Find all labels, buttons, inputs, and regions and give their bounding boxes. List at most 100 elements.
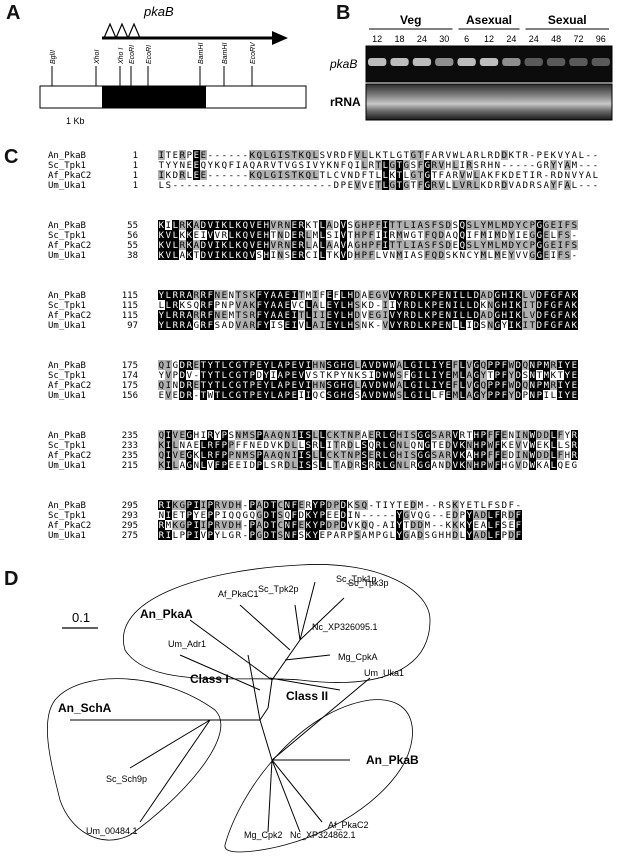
alignment-residue: L xyxy=(474,171,479,181)
alignment-residue: P xyxy=(495,361,501,371)
alignment-residue: K xyxy=(516,321,522,331)
alignment-residue: F xyxy=(208,321,213,331)
alignment-residue: G xyxy=(495,291,500,301)
pkab-band xyxy=(546,58,566,66)
alignment-shade xyxy=(536,230,543,240)
alignment-residue: A xyxy=(467,391,473,401)
alignment-shade xyxy=(543,290,550,300)
site-label: BglII xyxy=(50,50,57,64)
alignment-residue: N xyxy=(180,441,185,451)
alignment-residue: N xyxy=(467,461,472,471)
alignment-residue: T xyxy=(376,501,382,511)
alignment-shade xyxy=(221,220,228,230)
alignment-residue: - xyxy=(432,521,437,531)
alignment-shade xyxy=(473,430,480,440)
alignment-shade xyxy=(529,250,536,260)
alignment-residue: K xyxy=(194,451,200,461)
alignment-shade xyxy=(501,390,508,400)
alignment-residue: R xyxy=(404,311,410,321)
alignment-residue: L xyxy=(306,241,311,251)
alignment-residue: K xyxy=(236,221,242,231)
alignment-residue: I xyxy=(453,291,458,301)
alignment-shade xyxy=(508,240,515,250)
alignment-shade xyxy=(312,300,319,310)
alignment-shade xyxy=(200,370,207,380)
alignment-shade xyxy=(452,430,459,440)
alignment-shade xyxy=(564,240,571,250)
alignment-residue: G xyxy=(376,291,381,301)
alignment-residue: - xyxy=(264,181,269,191)
alignment-residue: V xyxy=(383,251,389,261)
alignment-residue: M xyxy=(243,431,249,441)
alignment-residue: Y xyxy=(334,311,340,321)
alignment-residue: F xyxy=(495,531,500,541)
alignment-residue: Y xyxy=(208,161,214,171)
alignment-shade xyxy=(319,450,326,460)
alignment-shade xyxy=(368,380,375,390)
alignment-residue: A xyxy=(348,241,354,251)
alignment-residue: S xyxy=(278,531,283,541)
alignment-residue: R xyxy=(544,161,550,171)
alignment-shade xyxy=(158,170,165,180)
alignment-shade xyxy=(361,380,368,390)
alignment-residue: F xyxy=(376,221,381,231)
alignment-residue: - xyxy=(208,181,213,191)
alignment-shade xyxy=(571,440,578,450)
alignment-shade xyxy=(424,320,431,330)
alignment-shade xyxy=(291,170,298,180)
alignment-residue: N xyxy=(348,371,353,381)
tree-taxon-label: Mg_Cpk2 xyxy=(244,830,283,840)
alignment-residue: K xyxy=(187,221,193,231)
alignment-shade xyxy=(165,430,172,440)
alignment-shade xyxy=(529,380,536,390)
alignment-seq-name: Sc_Tpk1 xyxy=(48,301,86,311)
alignment-residue: H xyxy=(502,311,507,321)
alignment-residue: Y xyxy=(313,521,319,531)
alignment-residue: F xyxy=(565,241,570,251)
alignment-shade xyxy=(368,360,375,370)
alignment-residue: K xyxy=(250,301,256,311)
alignment-shade xyxy=(410,390,417,400)
alignment-residue: R xyxy=(250,311,256,321)
alignment-shade xyxy=(480,230,487,240)
alignment-residue: M xyxy=(495,251,501,261)
alignment-residue: Y xyxy=(313,501,319,511)
alignment-residue: I xyxy=(292,321,297,331)
alignment-shade xyxy=(445,300,452,310)
alignment-shade xyxy=(270,300,277,310)
alignment-residue: E xyxy=(327,311,332,321)
alignment-residue: S xyxy=(439,221,444,231)
alignment-residue: I xyxy=(509,321,514,331)
alignment-residue: F xyxy=(558,321,563,331)
alignment-shade xyxy=(263,360,270,370)
alignment-shade xyxy=(361,390,368,400)
alignment-residue: S xyxy=(446,501,451,511)
alignment-residue: R xyxy=(488,151,494,161)
alignment-residue: - xyxy=(285,181,290,191)
alignment-residue: I xyxy=(327,441,332,451)
alignment-shade xyxy=(501,310,508,320)
alignment-residue: D xyxy=(488,291,493,301)
alignment-residue: W xyxy=(383,361,389,371)
alignment-shade xyxy=(452,370,459,380)
alignment-shade xyxy=(417,310,424,320)
alignment-residue: Y xyxy=(551,161,557,171)
alignment-residue: E xyxy=(194,161,199,171)
alignment-residue: E xyxy=(180,431,185,441)
alignment-residue: P xyxy=(187,521,193,531)
alignment-residue: V xyxy=(208,251,214,261)
alignment-residue: K xyxy=(159,221,165,231)
alignment-residue: T xyxy=(369,171,375,181)
alignment-shade xyxy=(480,440,487,450)
alignment-residue: S xyxy=(243,311,248,321)
alignment-shade xyxy=(508,320,515,330)
alignment-shade xyxy=(354,180,361,190)
alignment-shade xyxy=(298,360,305,370)
alignment-shade xyxy=(515,380,522,390)
alignment-residue: F xyxy=(558,251,563,261)
alignment-residue: K xyxy=(222,221,228,231)
alignment-shade xyxy=(172,310,179,320)
alignment-residue: G xyxy=(425,441,430,451)
alignment-residue: L xyxy=(173,441,178,451)
alignment-residue: L xyxy=(551,231,556,241)
